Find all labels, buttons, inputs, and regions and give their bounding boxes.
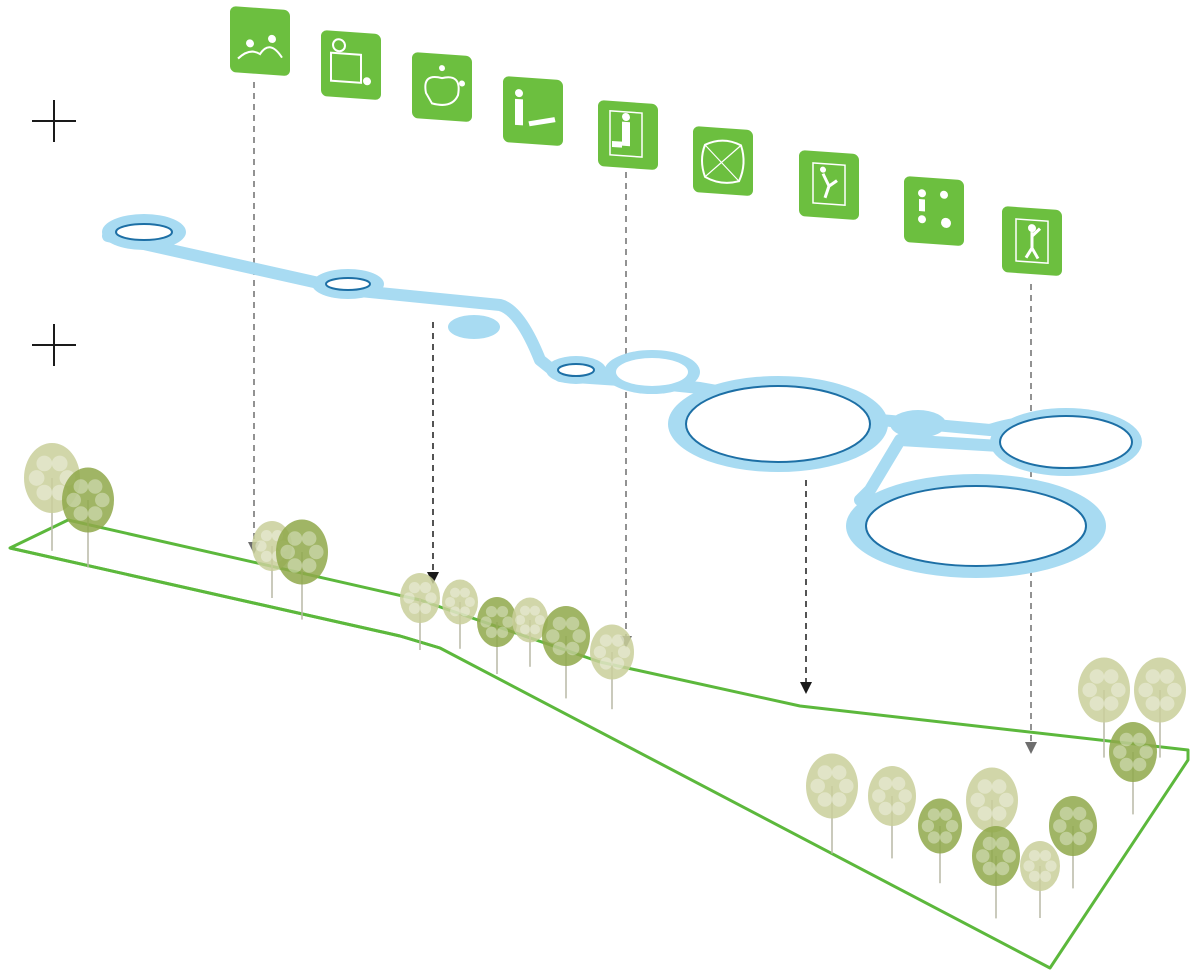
tree (400, 573, 440, 650)
tree (1078, 657, 1130, 758)
tree (972, 826, 1020, 919)
projection-arrows (248, 82, 1037, 754)
nature-play-icon (412, 52, 472, 122)
tree-clusters (24, 443, 1186, 919)
resting-people-icon (503, 76, 563, 146)
tree (1134, 657, 1186, 758)
tree (477, 597, 517, 674)
sports-group-icon (904, 176, 964, 246)
tree (1020, 841, 1060, 918)
tree (806, 753, 858, 854)
tree (542, 606, 590, 699)
tree (512, 597, 548, 667)
path-node-solid (448, 315, 500, 339)
trail-system (102, 214, 1142, 578)
tree (966, 767, 1018, 868)
plus-marker (32, 324, 76, 366)
tree (868, 766, 916, 859)
climbing-play-icon (230, 6, 290, 76)
tree (276, 519, 328, 620)
tree (1049, 796, 1097, 889)
dog-walking-icon (598, 100, 658, 170)
tree (918, 798, 962, 884)
activity-icons (230, 6, 1062, 276)
maze-path-icon (693, 126, 753, 196)
tree (590, 624, 634, 710)
playground-frame-icon (321, 30, 381, 100)
tree (1109, 722, 1157, 815)
climbing-wall-icon (799, 150, 859, 220)
plus-marker (32, 100, 76, 142)
tree (442, 579, 478, 649)
path-node-solid (890, 410, 946, 438)
tree (62, 467, 114, 568)
golf-player-icon (1002, 206, 1062, 276)
site-outline (8, 518, 1190, 970)
